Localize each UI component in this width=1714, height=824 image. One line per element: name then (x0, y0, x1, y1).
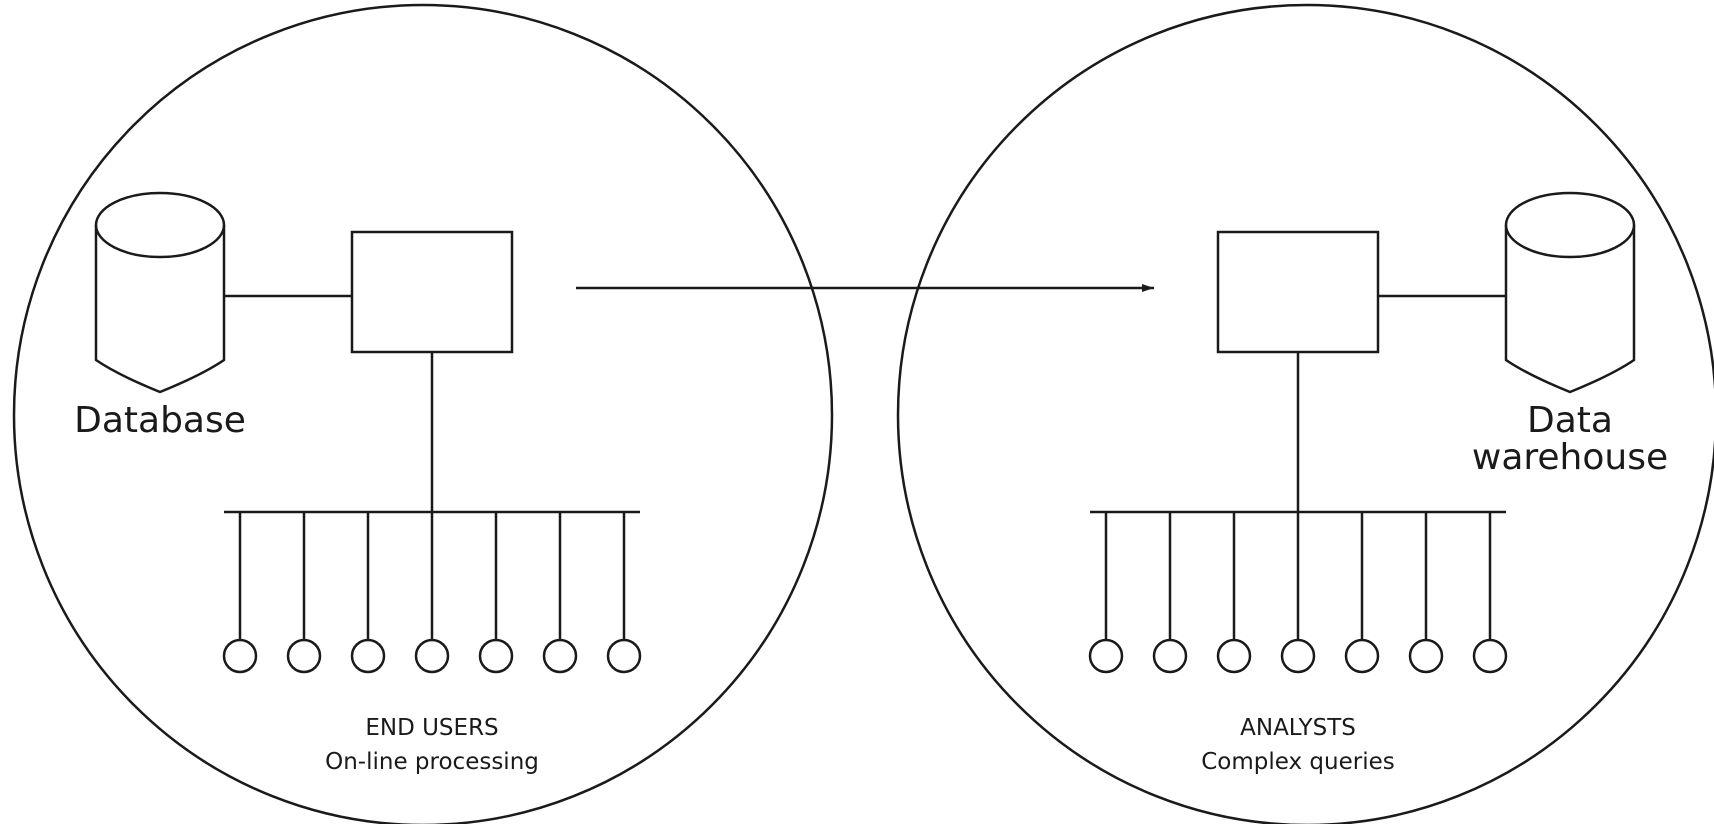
right-terminals (1088, 512, 1508, 674)
database-cylinder-icon (94, 191, 226, 394)
terminal-node-icon (1280, 638, 1316, 674)
left-server-box (350, 230, 514, 354)
online-processing-label: On-line processing (325, 749, 539, 775)
right-panel: Data warehouse ANALYSTS Complex queries (896, 3, 1714, 824)
left-panel: Database END USERS On-line processing (12, 3, 834, 824)
database-label: Database (74, 400, 246, 441)
terminal-node-icon (350, 638, 386, 674)
left-terminals (222, 512, 642, 674)
left-boundary-circle (12, 3, 834, 824)
terminal-node-icon (1472, 638, 1508, 674)
end-users-label: END USERS (365, 715, 498, 741)
terminal-node-icon (1088, 638, 1124, 674)
right-server-box (1216, 230, 1380, 354)
terminal-node-icon (414, 638, 450, 674)
terminal-node-icon (1408, 638, 1444, 674)
data-warehouse-label-line2: warehouse (1472, 437, 1668, 478)
complex-queries-label: Complex queries (1201, 749, 1395, 775)
data-warehouse-label-line1: Data (1527, 400, 1613, 441)
terminal-node-icon (222, 638, 258, 674)
terminal-node-icon (542, 638, 578, 674)
terminal-node-icon (286, 638, 322, 674)
terminal-node-icon (1152, 638, 1188, 674)
terminal-node-icon (606, 638, 642, 674)
terminal-node-icon (478, 638, 514, 674)
terminal-node-icon (1216, 638, 1252, 674)
analysts-label: ANALYSTS (1240, 715, 1356, 741)
data-warehouse-cylinder-icon (1504, 191, 1636, 394)
right-boundary-circle (896, 3, 1714, 824)
terminal-node-icon (1344, 638, 1380, 674)
